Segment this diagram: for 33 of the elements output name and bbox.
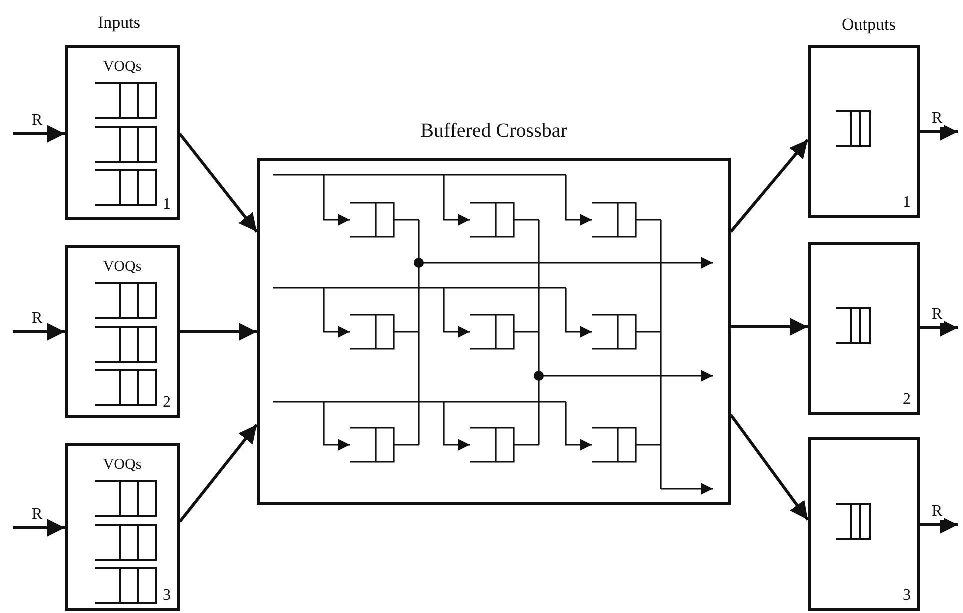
input-port-box	[65, 245, 180, 418]
port-number: 2	[163, 395, 171, 411]
port-number: 1	[903, 195, 911, 211]
column-heading: Outputs	[842, 16, 896, 33]
arrow	[920, 319, 958, 337]
edge-label: R	[931, 111, 944, 127]
queue-label: VOQs	[102, 260, 143, 275]
port-number: 3	[163, 588, 171, 604]
arrow	[920, 516, 958, 534]
arrow	[178, 424, 258, 523]
output-port-box	[808, 45, 920, 218]
port-number: 3	[903, 588, 911, 604]
arrow	[13, 519, 65, 537]
arrow	[178, 133, 258, 233]
output-port-box	[808, 437, 920, 611]
column-heading: Inputs	[98, 14, 140, 31]
port-number: 2	[903, 392, 911, 408]
input-port-box	[65, 443, 180, 611]
arrow	[13, 125, 65, 143]
arrow	[731, 318, 808, 336]
queue-label: VOQs	[102, 60, 143, 75]
crossbar-title: Buffered Crossbar	[420, 121, 568, 141]
edge-label: R	[931, 307, 944, 323]
output-port-box	[808, 242, 920, 415]
arrow	[13, 323, 65, 341]
arrow	[730, 414, 810, 521]
port-number: 1	[163, 197, 171, 213]
edge-label: R	[931, 504, 944, 520]
queue-label: VOQs	[102, 458, 143, 473]
input-port-box	[65, 45, 180, 220]
arrow	[730, 139, 810, 233]
arrow	[920, 123, 958, 141]
arrow	[180, 323, 257, 341]
